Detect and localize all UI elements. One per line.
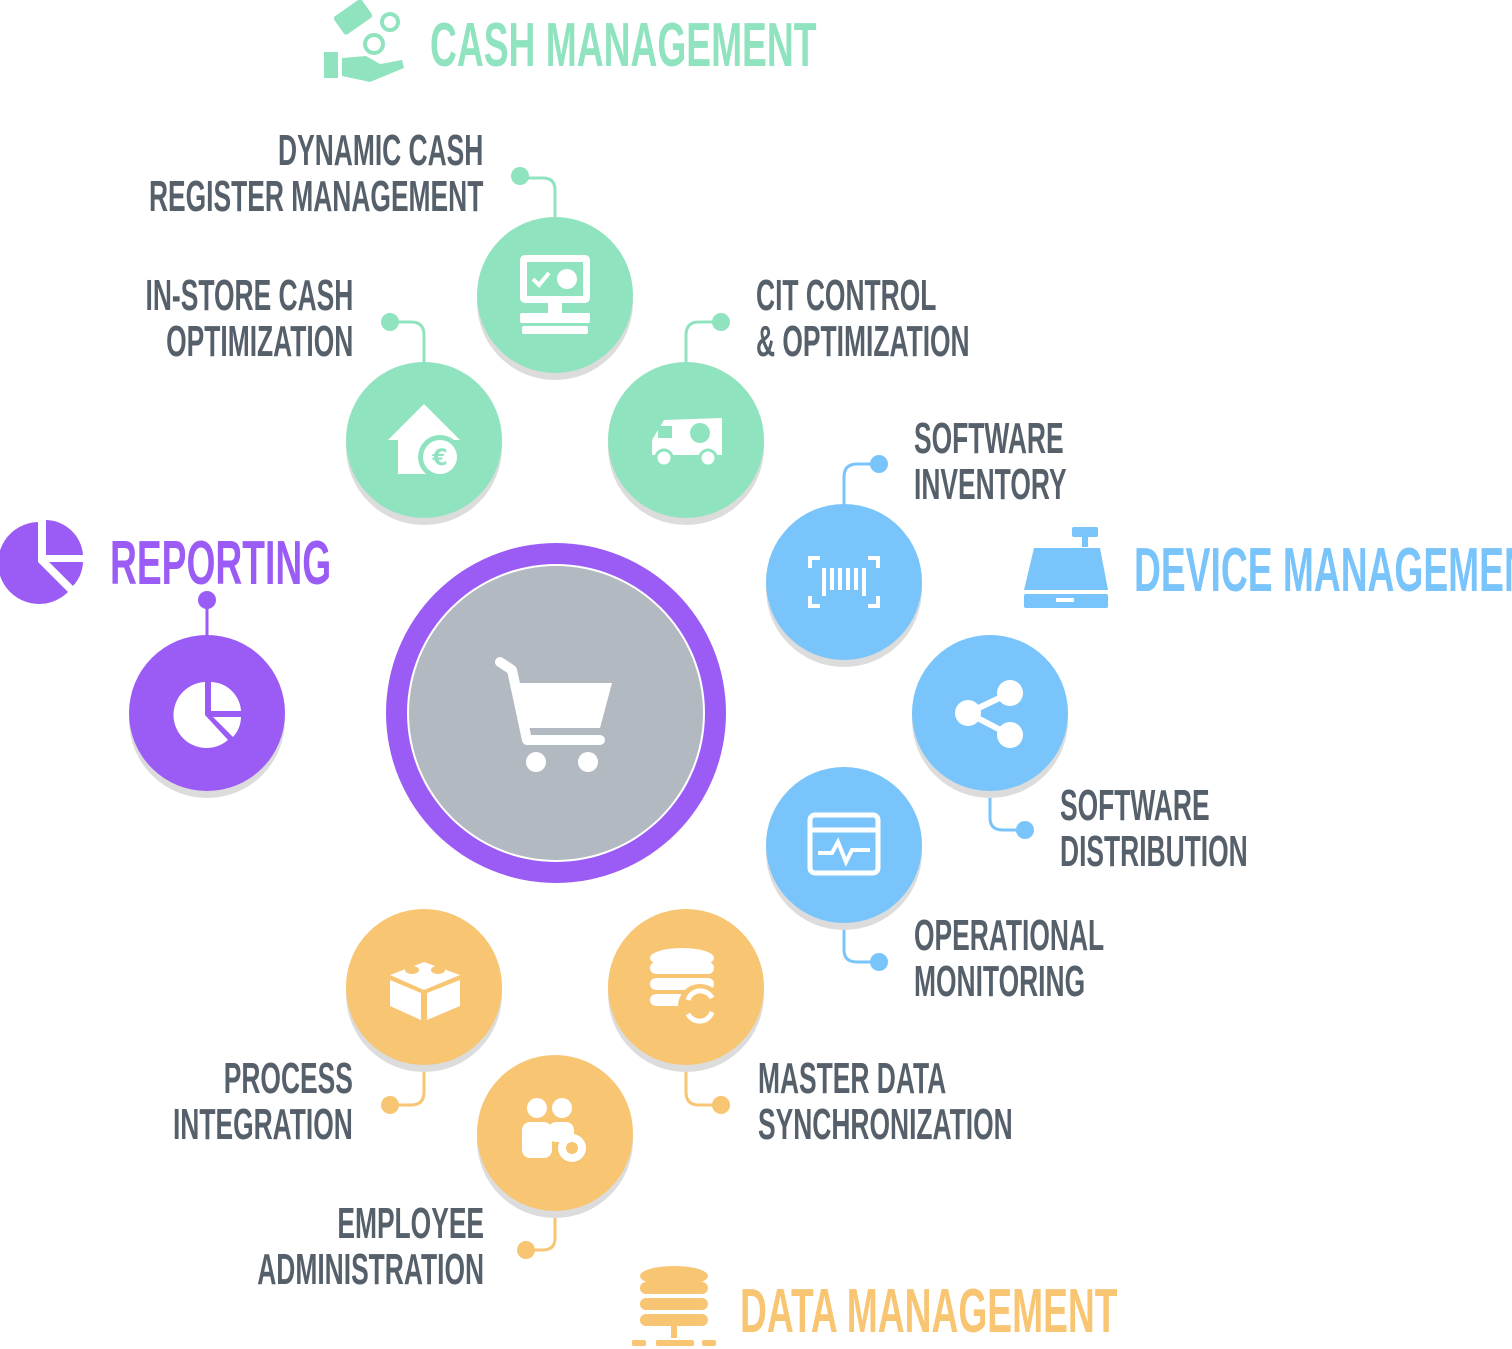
van-euro-icon (652, 418, 722, 468)
node-software-distribution[interactable] (912, 635, 1068, 798)
shopping-cart-icon (495, 657, 612, 772)
label-master-data: MASTER DATA SYNCHRONIZATION (758, 1056, 1013, 1148)
node-employee-administration[interactable] (477, 1055, 633, 1218)
label-employee-administration: EMPLOYEE ADMINISTRATION (257, 1201, 484, 1293)
label-dynamic-cash: DYNAMIC CASH REGISTER MANAGEMENT (149, 128, 483, 220)
label-line: INVENTORY (914, 460, 1067, 509)
label-process-integration: PROCESS INTEGRATION (173, 1056, 353, 1148)
center-hub[interactable] (386, 543, 726, 883)
label-in-store-cash: IN-STORE CASH OPTIMIZATION (145, 273, 353, 365)
node-operational-monitoring[interactable] (766, 767, 922, 930)
label-line: CIT CONTROL (756, 271, 937, 320)
cash-register-monitor-icon (520, 255, 590, 334)
label-line: OPTIMIZATION (165, 317, 353, 366)
house-euro-icon: € (388, 404, 462, 479)
connector-dots (198, 167, 1034, 1259)
monitor-pulse-icon (807, 812, 881, 876)
label-line: & OPTIMIZATION (756, 317, 970, 366)
cash-register-icon (1024, 527, 1108, 608)
share-icon (955, 680, 1023, 748)
svg-text:€: € (431, 446, 447, 471)
node-cit-control[interactable] (608, 362, 764, 525)
label-line: IN-STORE CASH (145, 271, 353, 320)
label-line: OPERATIONAL (914, 911, 1105, 960)
category-data-management: DATA MANAGEMENT (740, 1277, 1118, 1346)
label-line: SYNCHRONIZATION (758, 1100, 1013, 1149)
node-master-data[interactable] (608, 909, 764, 1072)
barcode-scan-icon (808, 556, 880, 608)
node-process-integration[interactable] (346, 909, 502, 1072)
label-line: EMPLOYEE (337, 1199, 484, 1248)
connectors (205, 176, 1025, 1252)
label-line: DYNAMIC CASH (277, 126, 483, 175)
label-operational-monitoring: OPERATIONAL MONITORING (914, 913, 1104, 1005)
database-network-icon (632, 1266, 716, 1346)
node-software-inventory[interactable] (766, 504, 922, 667)
lego-block-icon (390, 962, 460, 1020)
reporting-pie-icon (0, 520, 83, 604)
label-line: DISTRIBUTION (1060, 827, 1248, 876)
label-software-inventory: SOFTWARE INVENTORY (914, 416, 1067, 508)
label-line: ADMINISTRATION (257, 1245, 484, 1294)
database-sync-icon (650, 948, 722, 1028)
label-line: INTEGRATION (173, 1100, 353, 1149)
category-reporting: REPORTING (110, 529, 332, 598)
category-device-management: DEVICE MANAGEMENT (1134, 536, 1512, 605)
category-cash-management: CASH MANAGEMENT (430, 11, 817, 80)
label-software-distribution: SOFTWARE DISTRIBUTION (1060, 783, 1248, 875)
cash-hand-icon (324, 0, 404, 82)
label-line: SOFTWARE (1060, 781, 1210, 830)
users-gear-icon (522, 1098, 586, 1162)
label-line: PROCESS (223, 1054, 353, 1103)
label-line: REGISTER MANAGEMENT (148, 172, 483, 221)
node-in-store-cash[interactable]: € (346, 362, 502, 525)
label-line: MONITORING (914, 957, 1086, 1006)
label-line: MASTER DATA (758, 1054, 947, 1103)
label-cit-control: CIT CONTROL & OPTIMIZATION (756, 273, 970, 365)
node-dynamic-cash[interactable] (477, 217, 633, 380)
label-line: SOFTWARE (914, 414, 1064, 463)
node-reporting[interactable] (129, 635, 285, 798)
pie-chart-icon (173, 682, 241, 748)
